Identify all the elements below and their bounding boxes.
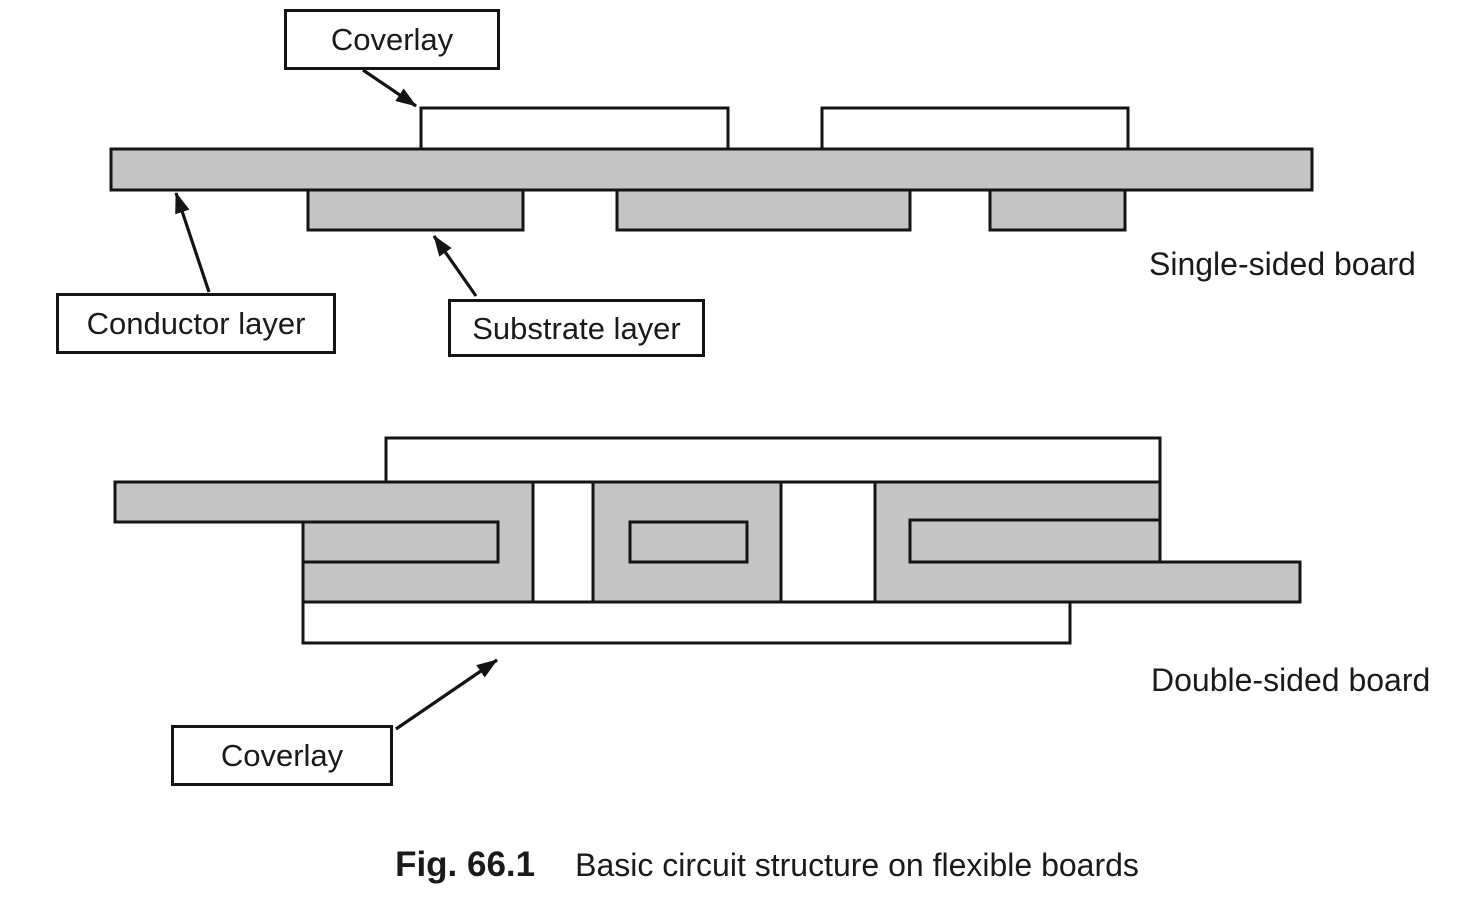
single-sided-board (109, 106, 1314, 232)
figure-number: Fig. 66.1 (395, 845, 536, 884)
conductor-layer-label: Conductor layer (86, 306, 306, 341)
single-sided-coverlay-left-rect (419, 106, 730, 152)
single-sided-substrate-rect-3 (988, 188, 1127, 232)
figure-caption-text: Basic circuit structure on flexible boar… (575, 847, 1139, 883)
substrate-layer-label: Substrate layer (472, 310, 681, 346)
figure-caption: Fig. 66.1 Basic circuit structure on flex… (58, 845, 1476, 892)
double-sided-board (113, 436, 1302, 645)
double-sided-coverlay-bottom (301, 600, 1072, 645)
single-sided-conductor-bar (109, 147, 1314, 192)
double-sided-coverlay-top (384, 436, 1162, 484)
coverlay-bottom-arrow (395, 658, 498, 731)
annotation-arrows (174, 68, 498, 731)
coverlay-top-arrow (362, 68, 417, 108)
conductor-layer-label-box: Conductor layer (56, 293, 336, 354)
double-sided-middle-inner-trace (628, 520, 749, 564)
coverlay-bottom-label-box: Coverlay (171, 725, 393, 786)
substrate-layer-arrow (432, 235, 478, 297)
coverlay-top-label: Coverlay (330, 22, 454, 57)
single-sided-board-caption: Single-sided board (1149, 246, 1416, 282)
double-sided-right-inner-trace (908, 518, 1162, 564)
substrate-layer-label-box: Substrate layer (448, 299, 705, 357)
coverlay-top-label-box: Coverlay (284, 9, 500, 70)
double-sided-left-inner-trace (301, 520, 500, 564)
single-sided-substrate-rect-2 (615, 188, 912, 232)
double-sided-board-caption: Double-sided board (1151, 662, 1431, 698)
coverlay-bottom-label: Coverlay (220, 738, 344, 773)
conductor-layer-arrow (174, 192, 211, 293)
single-sided-substrate-rect-1 (306, 188, 525, 232)
single-sided-coverlay-right-rect (820, 106, 1130, 152)
